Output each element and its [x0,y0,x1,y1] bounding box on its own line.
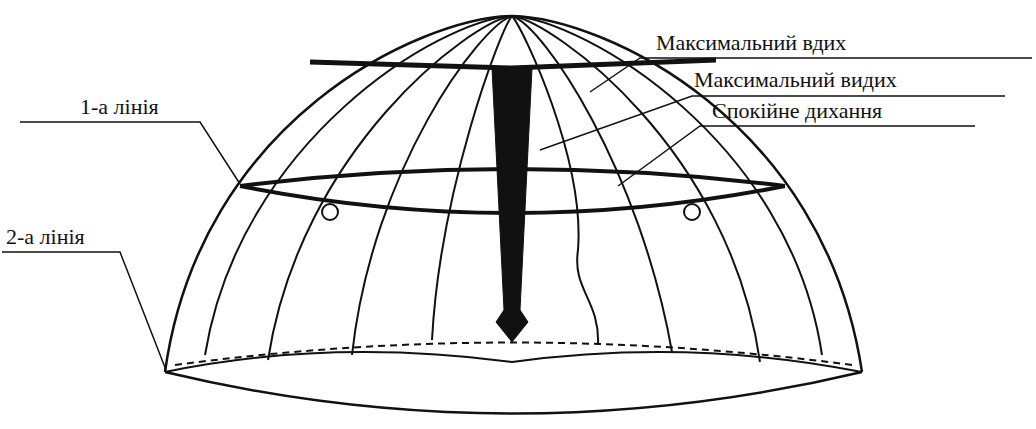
line-label: 2-а лінія [6,225,85,249]
line-label: 1-а лінія [80,95,159,119]
exhale-label: Максимальний видих [694,68,897,92]
calm-breath-label: Спокійне дихання [712,99,882,123]
inhale-label: Максимальний вдих [656,31,846,55]
